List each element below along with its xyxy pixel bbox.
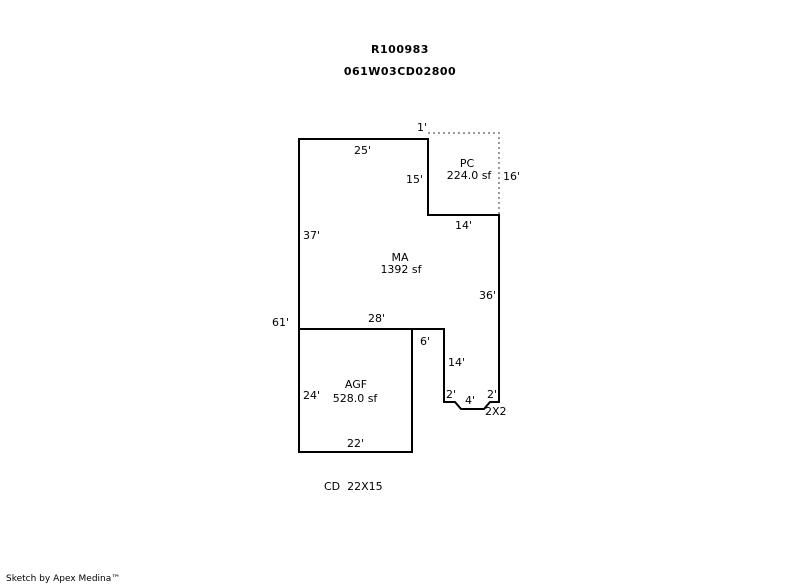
record-id: R100983 — [371, 43, 429, 56]
dim-pc-bottom: 14' — [455, 219, 472, 232]
parcel-id: 061W03CD02800 — [343, 65, 457, 78]
dim-corner-right: 2' — [487, 388, 497, 401]
dim-total-left: 61' — [272, 316, 289, 329]
dim-ma-left: 37' — [303, 229, 320, 242]
dim-notch-side: 14' — [448, 356, 465, 369]
ma-area-code: MA — [391, 251, 408, 264]
dim-agf-bottom: 22' — [347, 437, 364, 450]
dim-corner-bottom: 4' — [465, 394, 475, 407]
dim-notch-top: 6' — [420, 335, 430, 348]
agf-area-code: AGF — [345, 378, 367, 391]
sketch-credit: Sketch by Apex Medina™ — [6, 574, 121, 584]
dim-corner-box: 2X2 — [485, 405, 507, 418]
ma-area-size: 1392 sf — [380, 263, 422, 276]
dim-ma-right: 36' — [479, 289, 496, 302]
agf-area-outline — [298, 328, 413, 453]
dim-corner-left: 2' — [446, 388, 456, 401]
dim-top-right-offset: 1' — [417, 121, 427, 134]
pc-area-size: 224.0 sf — [447, 169, 493, 182]
dim-agf-left: 24' — [303, 389, 320, 402]
dim-ma-top: 25' — [354, 144, 371, 157]
dim-pc-right: 16' — [503, 170, 520, 183]
dim-pc-left: 15' — [406, 173, 423, 186]
ma-area-outline — [298, 138, 500, 410]
agf-area-size: 528.0 sf — [333, 392, 379, 405]
cd-extra-label: CD 22X15 — [324, 480, 383, 493]
pc-area-code: PC — [460, 157, 475, 170]
dim-agf-top: 28' — [368, 312, 385, 325]
pc-area-dotted-outline — [428, 132, 500, 215]
